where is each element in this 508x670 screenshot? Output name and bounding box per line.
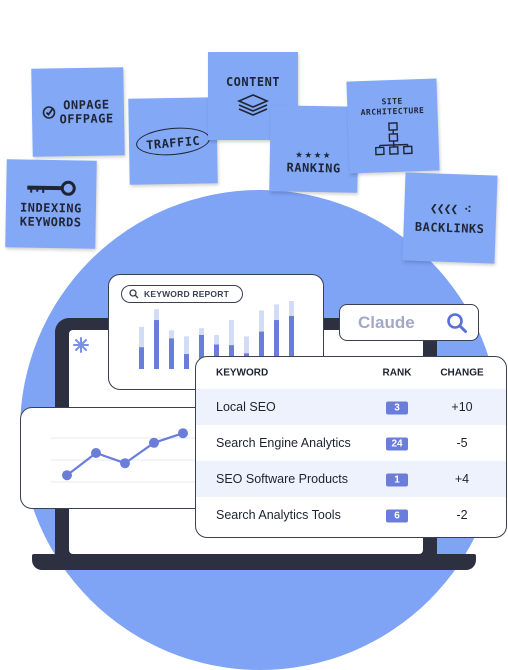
bar [199,335,204,369]
asterisk-logo-icon [73,337,89,353]
table-row[interactable]: SEO Software Products 1 +4 [196,461,506,497]
bar [259,331,264,369]
rank-badge: 24 [386,437,408,451]
header-change: CHANGE [440,367,484,379]
keyword-bar-chart [139,301,294,369]
rank-badge: 1 [386,473,408,487]
note-backlinks-label: BACKLINKS [414,219,485,236]
row-keyword: Local SEO [216,400,276,414]
line-chart [51,428,221,483]
note-backlinks: ❮❮❮❮ ⁖ BACKLINKS [402,172,498,264]
check-circle-icon [43,106,56,119]
note-site-architecture: SITE ARCHITECTURE [346,78,440,174]
row-keyword: Search Analytics Tools [216,508,341,522]
note-offpage-label: OFFPAGE [59,111,114,127]
note-architecture-label: ARCHITECTURE [360,105,425,118]
laptop-base [32,554,476,570]
table-row[interactable]: Search Analytics Tools 6 -2 [196,497,506,533]
note-onpage-label: ONPAGE [63,97,110,113]
note-traffic: TRAFFIC [128,97,218,185]
data-point [62,470,72,481]
bar [139,347,144,369]
row-change: -5 [456,436,468,450]
rank-badge: 3 [386,401,408,415]
search-input[interactable]: Claude [358,312,415,332]
data-point [149,437,159,448]
note-content-label: CONTENT [225,75,281,89]
note-indexing-keywords: INDEXING KEYWORDS [5,159,97,249]
data-point [91,448,101,458]
bar [274,320,279,369]
row-change: +4 [454,472,470,486]
data-point [178,428,188,439]
note-onpage-offpage: ONPAGE OFFPAGE [31,67,125,157]
keyword-report-label: KEYWORD REPORT [144,289,229,299]
bar-track [229,320,234,369]
row-keyword: Search Engine Analytics [216,436,351,450]
table-header: KEYWORD RANK CHANGE [196,357,506,389]
data-point [120,458,130,469]
bar-track [184,336,189,369]
bar [169,338,174,369]
note-indexing-label: INDEXING [19,199,82,216]
note-ranking: ★★★★ RANKING [269,105,359,193]
bar [289,315,294,369]
keyword-report-pill[interactable]: KEYWORD REPORT [121,285,243,303]
row-change: +10 [451,400,473,414]
table-row[interactable]: Search Engine Analytics 24 -5 [196,425,506,461]
bar-track [244,336,249,369]
bar [154,320,159,369]
layers-icon [236,94,270,116]
note-ranking-label: RANKING [286,160,341,176]
stars-icon: ★★★★ [295,146,333,162]
table-row[interactable]: Local SEO 3 +10 [196,389,506,425]
row-change: -2 [456,508,468,522]
rank-badge: 6 [386,509,408,523]
header-keyword: KEYWORD [216,367,269,379]
bar [184,354,189,369]
note-keywords-label: KEYWORDS [19,213,82,230]
search-box[interactable]: Claude [339,304,479,341]
search-icon[interactable] [446,312,468,334]
key-icon [27,180,76,196]
note-content: CONTENT [208,52,298,140]
sitemap-icon [375,122,413,156]
note-traffic-label: TRAFFIC [145,133,201,152]
row-keyword: SEO Software Products [216,472,349,486]
header-rank: RANK [382,367,412,379]
arrows-icon: ❮❮❮❮ ⁖ [429,200,471,218]
search-icon [129,289,139,299]
series-line [66,432,184,477]
keyword-table: KEYWORD RANK CHANGE Local SEO 3 +10 Sear… [195,356,507,538]
